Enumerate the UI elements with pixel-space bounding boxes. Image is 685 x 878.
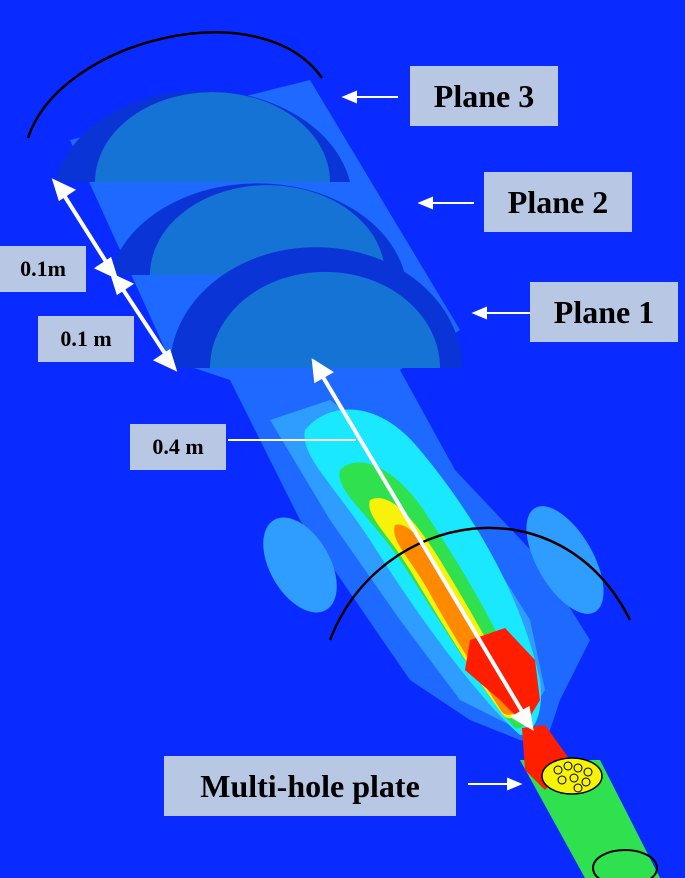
plane-3-label: Plane 3 bbox=[410, 66, 558, 126]
arc-middle bbox=[328, 526, 632, 641]
plane-3-shape bbox=[55, 90, 350, 182]
pipe-end-ring bbox=[592, 849, 658, 878]
dim-arrow-long bbox=[318, 370, 528, 720]
distance-label-lower: 0.1 m bbox=[38, 316, 134, 362]
plane-2-label: Plane 2 bbox=[484, 172, 632, 232]
dimension-arrows bbox=[51, 178, 534, 731]
leader-lines bbox=[228, 90, 530, 791]
dim-arrow-upper bbox=[60, 190, 112, 270]
arc-top bbox=[26, 31, 324, 139]
dim-arrow-lower bbox=[118, 283, 170, 360]
multi-hole-plate-disc bbox=[541, 757, 603, 795]
side-blob-left bbox=[263, 517, 337, 613]
distance-label-upper: 0.1m bbox=[0, 246, 86, 292]
multi-hole-plate-label: Multi-hole plate bbox=[164, 756, 456, 816]
plane-1-shape bbox=[170, 247, 462, 368]
plate-holes bbox=[553, 761, 593, 793]
plane-1-label: Plane 1 bbox=[530, 282, 678, 342]
distance-label-long: 0.4 m bbox=[130, 424, 226, 470]
side-blob-right bbox=[526, 506, 604, 614]
